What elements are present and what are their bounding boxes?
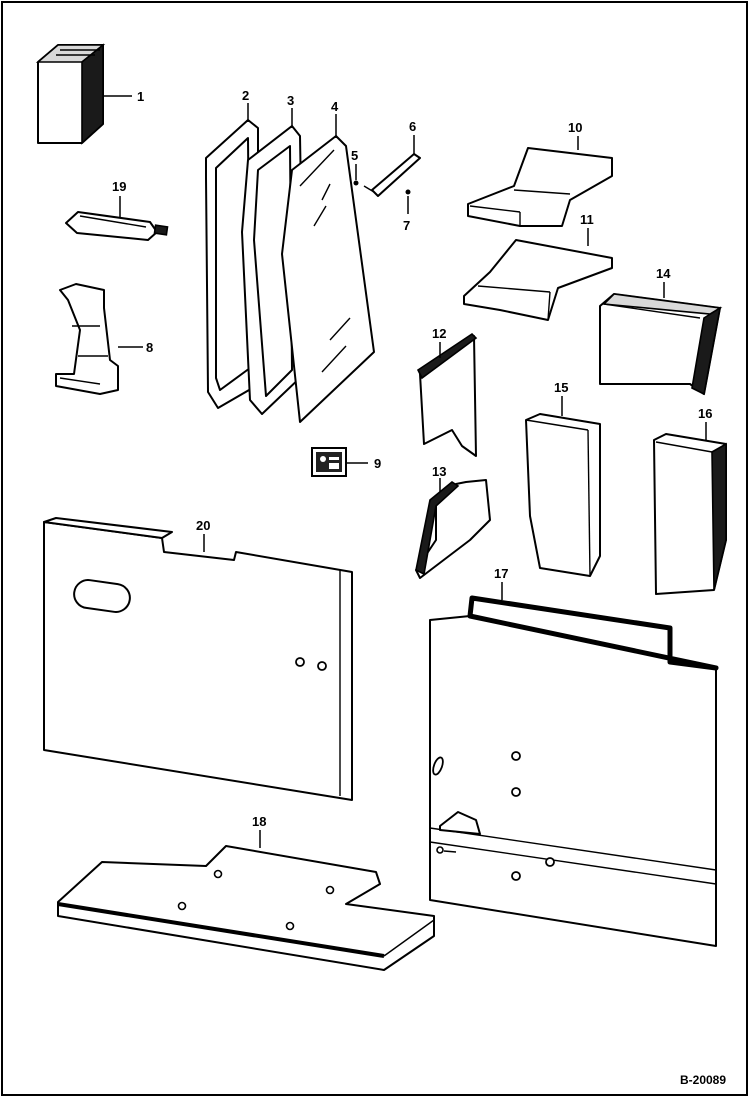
callout-7: 7 bbox=[403, 218, 410, 233]
part-6 bbox=[363, 135, 421, 197]
part-14 bbox=[599, 282, 723, 396]
part-11 bbox=[463, 228, 613, 321]
part-18 bbox=[57, 830, 435, 971]
callout-13: 13 bbox=[432, 464, 446, 479]
part-8 bbox=[55, 283, 143, 395]
part-19 bbox=[65, 196, 169, 241]
callout-20: 20 bbox=[196, 518, 210, 533]
callout-5: 5 bbox=[351, 148, 358, 163]
callout-11: 11 bbox=[580, 212, 594, 227]
callout-2: 2 bbox=[242, 88, 249, 103]
callout-9: 9 bbox=[374, 456, 381, 471]
callout-8: 8 bbox=[146, 340, 153, 355]
part-10 bbox=[467, 136, 613, 227]
part-13 bbox=[415, 478, 491, 579]
callout-17: 17 bbox=[494, 566, 508, 581]
part-20 bbox=[43, 517, 353, 801]
part-17 bbox=[429, 582, 719, 947]
reference-code: B-20089 bbox=[680, 1073, 726, 1087]
callout-19: 19 bbox=[112, 179, 126, 194]
callout-3: 3 bbox=[287, 93, 294, 108]
part-16 bbox=[653, 422, 727, 595]
part-9 bbox=[311, 447, 368, 477]
callout-15: 15 bbox=[554, 380, 568, 395]
callout-16: 16 bbox=[698, 406, 712, 421]
part-12 bbox=[416, 332, 478, 457]
part-4 bbox=[281, 114, 375, 423]
part-15 bbox=[525, 396, 601, 577]
callout-1: 1 bbox=[137, 89, 144, 104]
callout-12: 12 bbox=[432, 326, 446, 341]
callout-14: 14 bbox=[656, 266, 671, 281]
callout-6: 6 bbox=[409, 119, 416, 134]
callout-10: 10 bbox=[568, 120, 582, 135]
part-1 bbox=[35, 43, 132, 145]
callout-4: 4 bbox=[331, 99, 339, 114]
part-5 bbox=[353, 164, 359, 186]
part-7 bbox=[405, 189, 411, 214]
callout-18: 18 bbox=[252, 814, 266, 829]
